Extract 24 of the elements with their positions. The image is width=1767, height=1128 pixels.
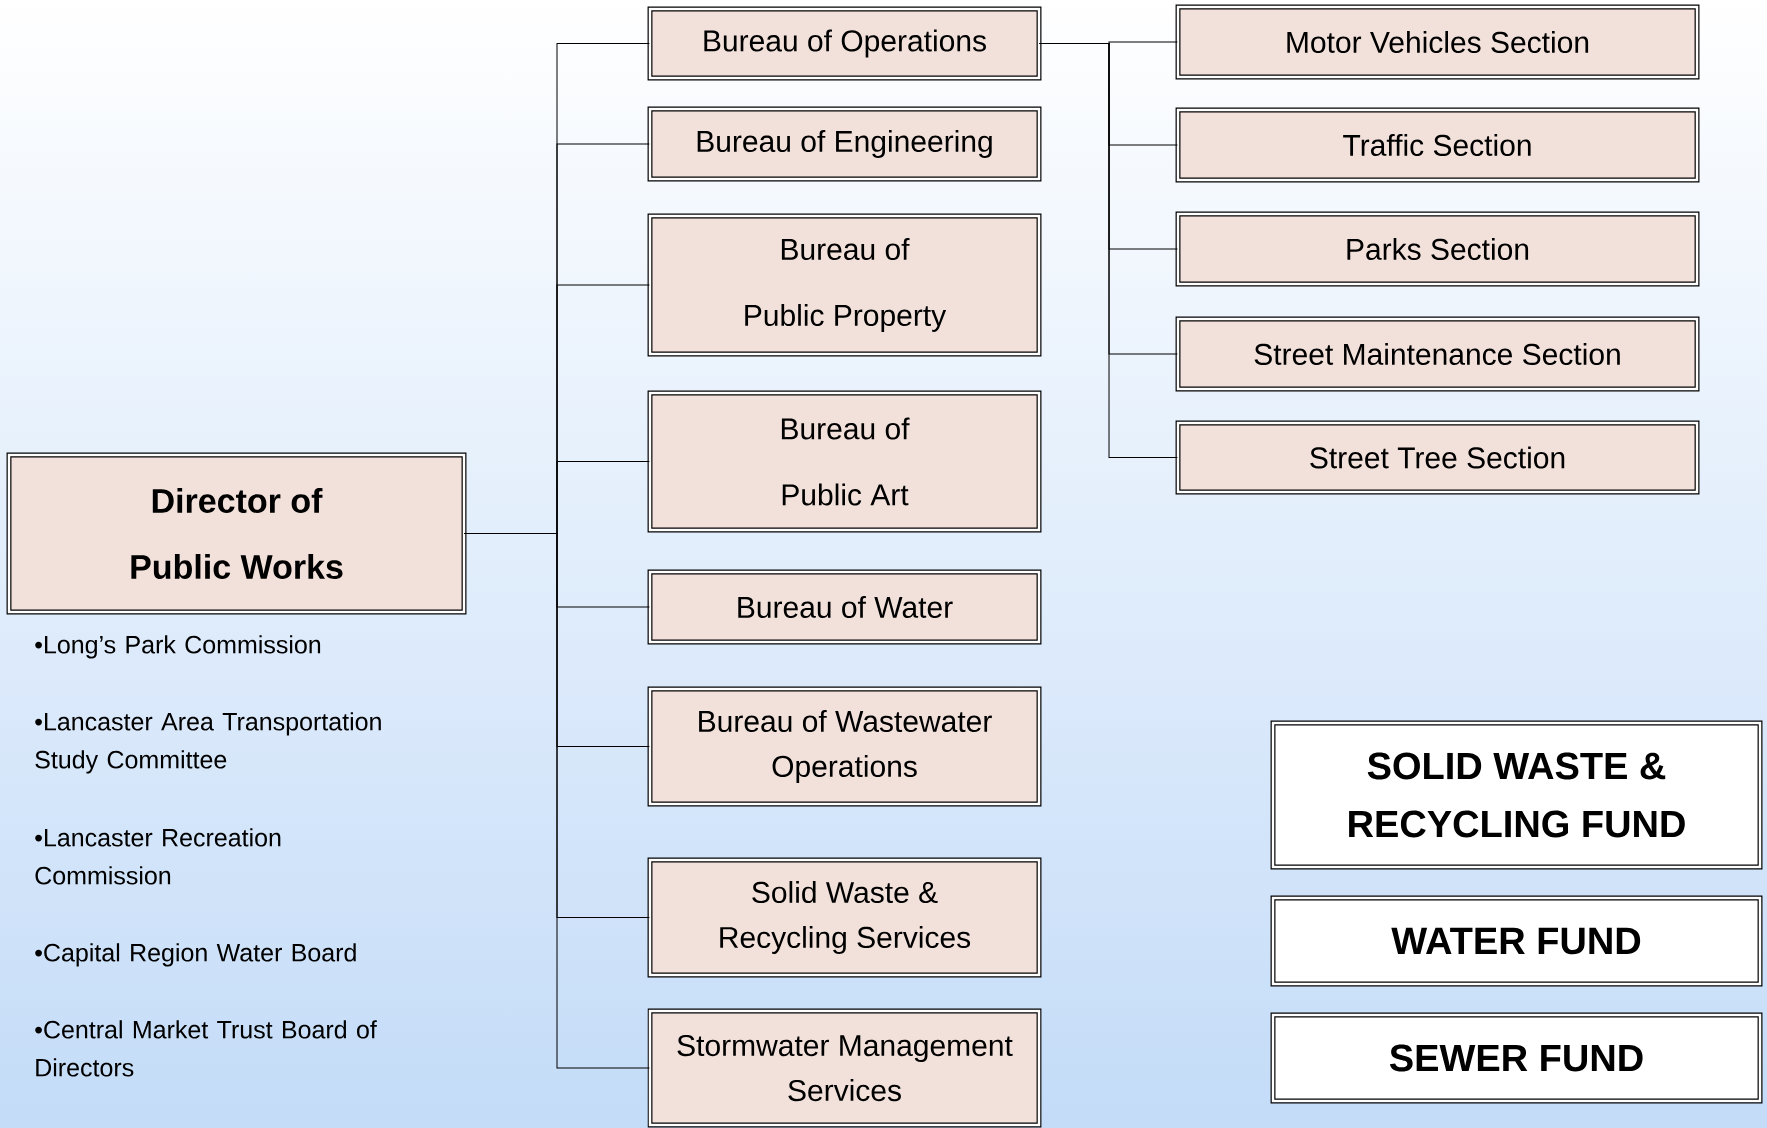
bureau-box: Stormwater Management Services <box>647 1008 1042 1128</box>
bureau-box: Bureau of Operations <box>647 6 1042 81</box>
fund-box: SEWER FUND <box>1270 1012 1763 1104</box>
bureau-box: Bureau of Wastewater Operations <box>647 686 1042 807</box>
bureau-box: Bureau of Public Art <box>647 390 1042 533</box>
director-box: Director of Public Works <box>6 452 467 615</box>
connector-line <box>1039 43 1178 458</box>
section-box: Motor Vehicles Section <box>1175 4 1700 80</box>
section-box: Traffic Section <box>1175 107 1700 183</box>
section-box: Parks Section <box>1175 211 1700 287</box>
fund-box: SOLID WASTE & RECYCLING FUND <box>1270 720 1763 870</box>
bureau-box: Bureau of Water <box>647 569 1042 645</box>
list-item: •Central Market Trust Board of Directors <box>35 1020 377 1077</box>
bureau-box: Solid Waste & Recycling Services <box>647 857 1042 978</box>
section-box: Street Maintenance Section <box>1175 316 1700 392</box>
bureau-box: Bureau of Engineering <box>647 106 1042 182</box>
list-item: •Long’s Park Commission <box>35 635 321 659</box>
list-item: •Lancaster Recreation Commission <box>35 828 281 885</box>
bureau-box: Bureau of Public Property <box>647 213 1042 357</box>
list-item: •Capital Region Water Board <box>35 943 356 967</box>
section-box: Street Tree Section <box>1175 420 1700 495</box>
connector-line <box>464 533 650 1069</box>
list-item: •Lancaster Area Transportation Study Committee <box>35 712 381 774</box>
fund-box: WATER FUND <box>1270 895 1763 987</box>
